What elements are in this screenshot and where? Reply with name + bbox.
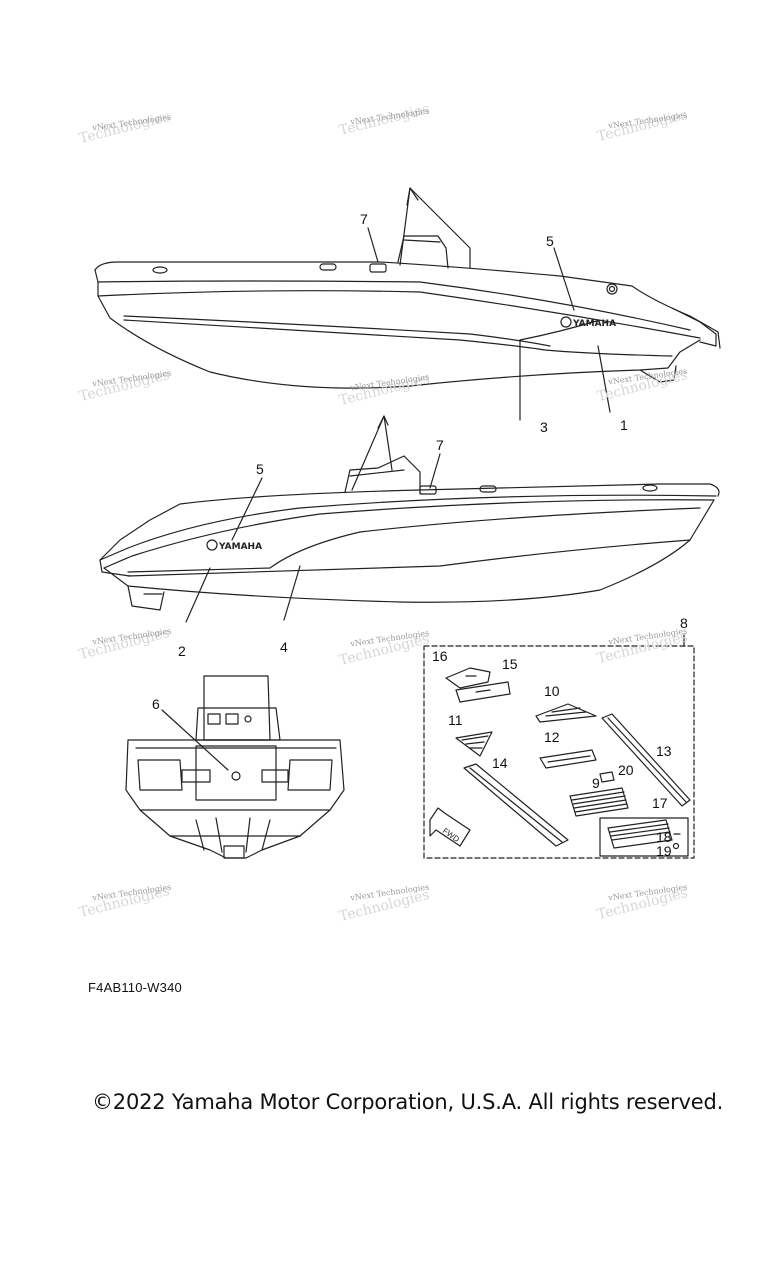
callout-7-port: 7 xyxy=(436,437,444,453)
boat-rear-view xyxy=(125,675,345,859)
boat-side-view-starboard: YAMAHA xyxy=(94,187,721,421)
callout-12: 12 xyxy=(544,729,560,745)
callout-15: 15 xyxy=(502,656,518,672)
svg-text:FWD: FWD xyxy=(441,826,461,844)
hull xyxy=(97,295,701,389)
callout-8: 8 xyxy=(680,615,688,631)
yamaha-emblem-port: YAMAHA xyxy=(206,539,262,552)
copyright-notice: ©2022 Yamaha Motor Corporation, U.S.A. A… xyxy=(92,1090,724,1114)
callout-3: 3 xyxy=(540,419,548,435)
windscreen xyxy=(399,187,471,269)
deck-mat-kit: FWD xyxy=(423,633,695,859)
callout-11: 11 xyxy=(448,712,463,728)
callout-13: 13 xyxy=(656,743,672,759)
callout-6: 6 xyxy=(152,696,160,712)
callout-5-starboard: 5 xyxy=(546,233,554,249)
callout-18: 18 xyxy=(656,829,672,845)
fwd-arrow: FWD xyxy=(429,807,471,847)
callout-4: 4 xyxy=(280,639,288,655)
svg-text:YAMAHA: YAMAHA xyxy=(218,542,262,552)
callout-20: 20 xyxy=(618,762,634,778)
callout-7-starboard: 7 xyxy=(360,211,368,227)
svg-text:YAMAHA: YAMAHA xyxy=(572,319,616,329)
callout-14: 14 xyxy=(492,755,508,771)
callout-9: 9 xyxy=(592,775,600,791)
callout-19: 19 xyxy=(656,843,672,859)
diagram-code: F4AB110-W340 xyxy=(88,980,182,995)
gunwale xyxy=(94,261,721,349)
callout-5-port: 5 xyxy=(256,461,264,477)
callout-10: 10 xyxy=(544,683,560,699)
yamaha-emblem-starboard: YAMAHA xyxy=(560,316,616,329)
callout-17: 17 xyxy=(652,795,668,811)
boat-side-view-port: YAMAHA xyxy=(99,415,720,623)
callout-16: 16 xyxy=(432,648,448,664)
callout-1: 1 xyxy=(620,417,628,433)
callout-2: 2 xyxy=(178,643,186,659)
